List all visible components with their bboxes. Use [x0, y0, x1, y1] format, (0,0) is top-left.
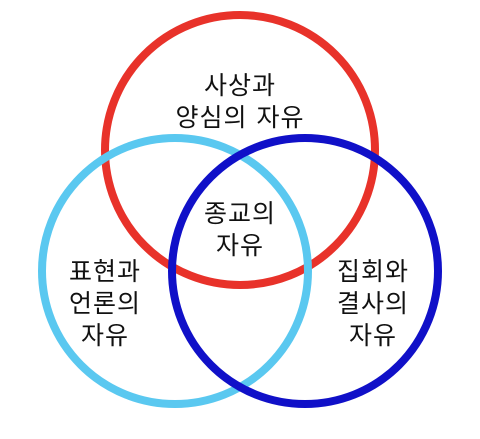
- label-thought-line2: 양심의 자유: [175, 103, 305, 132]
- label-religion: 종교의 자유: [180, 198, 300, 262]
- circle-assembly-association: [168, 134, 442, 408]
- circle-thought-conscience: [101, 11, 379, 289]
- label-assembly-line2: 결사의: [336, 289, 409, 318]
- label-assembly-line1: 집회와: [336, 257, 409, 286]
- label-thought-line1: 사상과: [203, 71, 276, 100]
- label-expression-line1: 표현과: [68, 257, 141, 286]
- label-expression-line3: 자유: [80, 321, 129, 350]
- label-expression-line2: 언론의: [68, 289, 141, 318]
- label-assembly-line3: 자유: [348, 321, 397, 350]
- label-thought-conscience: 사상과 양심의 자유: [140, 70, 340, 134]
- label-religion-line1: 종교의: [203, 199, 276, 228]
- label-expression-speech: 표현과 언론의 자유: [50, 256, 160, 352]
- circle-expression-speech: [38, 134, 312, 408]
- label-assembly-association: 집회와 결사의 자유: [318, 256, 428, 352]
- label-religion-line2: 자유: [215, 231, 264, 260]
